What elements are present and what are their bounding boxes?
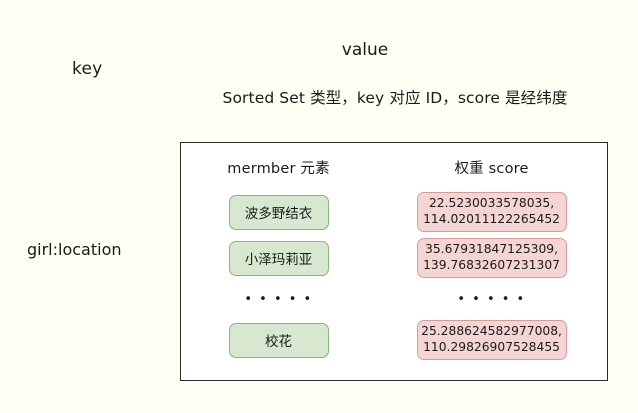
score-cell: 22.5230033578035, 114.02011122265452 xyxy=(376,192,607,232)
table-row: 小泽玛莉亚 35.67931847125309, 139.76832607231… xyxy=(181,235,607,281)
column-header-score: 权重 score xyxy=(454,161,529,177)
table-row: 校花 25.288624582977008, 110.2982690752845… xyxy=(181,317,607,363)
score-line-1: 35.67931847125309, xyxy=(425,242,559,257)
member-cell-ellipsis: • • • • • xyxy=(181,293,376,306)
table-header-row: mermber 元素 权重 score xyxy=(181,157,607,178)
value-header-label: value xyxy=(0,40,638,60)
key-name-label: girl:location xyxy=(27,240,122,259)
table-row: 波多野结衣 22.5230033578035, 114.020111222654… xyxy=(181,189,607,235)
value-description: Sorted Set 类型，key 对应 ID，score 是经纬度 xyxy=(222,89,568,107)
score-pill: 35.67931847125309, 139.76832607231307 xyxy=(416,238,567,278)
member-cell: 波多野结衣 xyxy=(181,194,376,230)
ellipsis-score: • • • • • xyxy=(457,291,526,307)
member-cell: 小泽玛莉亚 xyxy=(181,240,376,276)
value-header-text: value xyxy=(341,40,389,60)
ellipsis-member: • • • • • xyxy=(244,291,313,307)
member-pill: 校花 xyxy=(228,322,329,358)
score-line-1: 22.5230033578035, xyxy=(428,196,555,211)
score-cell: 35.67931847125309, 139.76832607231307 xyxy=(376,238,607,278)
score-line-2: 114.02011122265452 xyxy=(423,212,560,226)
table-body: 波多野结衣 22.5230033578035, 114.020111222654… xyxy=(181,189,607,363)
score-line-1: 25.288624582977008, xyxy=(421,324,562,339)
member-pill: 小泽玛莉亚 xyxy=(228,240,329,276)
score-cell-ellipsis: • • • • • xyxy=(376,293,607,306)
member-pill: 波多野结衣 xyxy=(228,194,329,230)
column-header-member: mermber 元素 xyxy=(227,161,330,177)
score-pill: 22.5230033578035, 114.02011122265452 xyxy=(416,192,567,232)
sorted-set-box: mermber 元素 权重 score 波多野结衣 22.52300335780… xyxy=(180,142,608,381)
score-cell: 25.288624582977008, 110.29826907528455 xyxy=(376,320,607,360)
key-header-label: key xyxy=(72,59,103,79)
member-cell: 校花 xyxy=(181,322,376,358)
score-line-2: 139.76832607231307 xyxy=(423,258,560,272)
score-line-2: 110.29826907528455 xyxy=(423,340,560,354)
score-pill: 25.288624582977008, 110.29826907528455 xyxy=(416,320,567,360)
table-row-ellipsis: • • • • • • • • • • xyxy=(181,281,607,317)
